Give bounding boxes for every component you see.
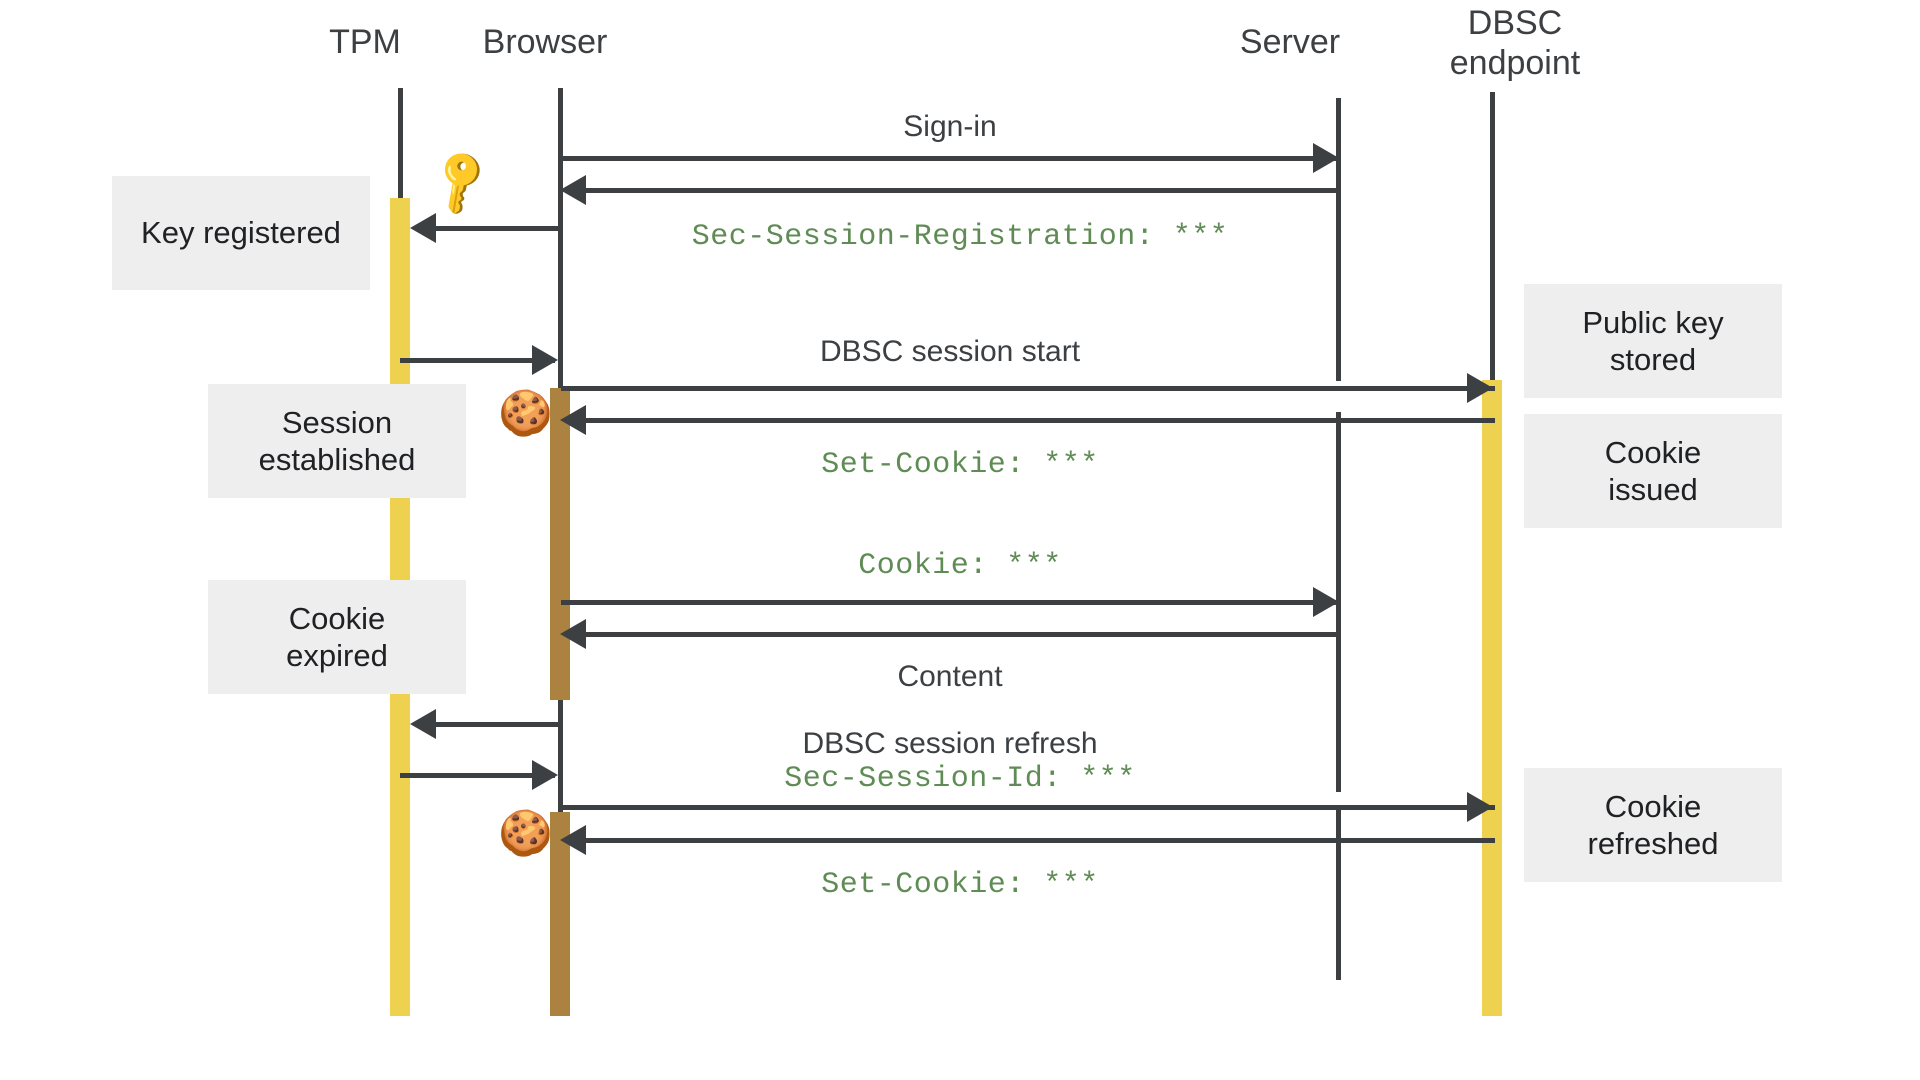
- arrowhead-tpm-to-browser-refresh: [532, 760, 558, 790]
- arrowhead-content: [560, 619, 586, 649]
- note-cookie-issued-line1: Cookie: [1604, 434, 1702, 470]
- note-cookie-refreshed-line1: Cookie: [1604, 788, 1702, 824]
- note-cookie-expired: Cookie expired: [208, 580, 466, 694]
- msg-line-sec-session-registration: [568, 188, 1341, 193]
- msg-line-tpm-to-browser-refresh: [400, 773, 555, 778]
- lifeline-label-browser: Browser: [482, 23, 608, 61]
- activation-dbsc-1: [1482, 380, 1502, 1016]
- msg-label-set-cookie-1: Set-Cookie: ***: [821, 448, 1099, 482]
- msg-line-set-cookie-1: [568, 418, 1495, 423]
- note-cookie-issued: Cookie issued: [1524, 414, 1782, 528]
- cookie-icon-1: 🍪: [498, 389, 553, 438]
- msg-line-sign-in: [561, 156, 1341, 161]
- lifeline-server-3: [1336, 805, 1341, 980]
- arrowhead-sign-in: [1313, 143, 1339, 173]
- lifeline-label-dbsc-line2: endpoint: [1449, 44, 1581, 83]
- msg-line-browser-to-tpm-refresh: [418, 722, 560, 727]
- msg-line-content: [568, 632, 1341, 637]
- lifeline-label-dbsc-endpoint: DBSC endpoint: [1390, 3, 1640, 83]
- msg-label-sec-session-id: Sec-Session-Id: ***: [784, 762, 1136, 796]
- note-session-established: Session established: [208, 384, 466, 498]
- activation-browser-refresh: [550, 812, 570, 1016]
- msg-line-dbsc-session-refresh: [561, 805, 1495, 810]
- msg-label-dbsc-session-refresh: DBSC session refresh: [802, 727, 1098, 760]
- lifeline-tpm: [398, 88, 403, 198]
- arrowhead-set-cookie-1: [560, 405, 586, 435]
- note-session-established-line1: Session: [281, 404, 393, 440]
- arrowhead-tpm-to-browser-key: [532, 345, 558, 375]
- key-icon: 🔑: [422, 143, 500, 219]
- note-public-key-stored-line2: stored: [1609, 342, 1697, 377]
- lifeline-browser-lower: [558, 700, 563, 812]
- msg-line-cookie: [561, 600, 1341, 605]
- msg-line-tpm-to-browser-key: [400, 358, 555, 363]
- msg-label-cookie: Cookie: ***: [858, 549, 1062, 583]
- note-key-registered: Key registered: [112, 176, 370, 290]
- lifeline-browser: [558, 88, 563, 388]
- arrowhead-browser-to-tpm-refresh: [410, 709, 436, 739]
- msg-line-set-cookie-2: [568, 838, 1495, 843]
- arrowhead-dbsc-session-refresh: [1467, 792, 1493, 822]
- arrowhead-sec-session-registration: [560, 175, 586, 205]
- msg-label-set-cookie-2: Set-Cookie: ***: [821, 868, 1099, 902]
- msg-line-browser-to-tpm-register: [418, 226, 560, 231]
- note-public-key-stored: Public key stored: [1524, 284, 1782, 398]
- lifeline-label-dbsc-line1: DBSC: [1467, 4, 1563, 42]
- note-key-registered-text: Key registered: [141, 215, 341, 251]
- note-cookie-refreshed-line2: refreshed: [1587, 826, 1719, 861]
- lifeline-label-tpm: TPM: [329, 23, 401, 61]
- note-public-key-stored-line1: Public key: [1582, 304, 1724, 340]
- msg-label-content: Content: [897, 660, 1003, 693]
- note-session-established-line2: established: [258, 442, 416, 477]
- msg-label-sec-session-registration: Sec-Session-Registration: ***: [691, 220, 1229, 254]
- note-cookie-expired-line1: Cookie: [288, 600, 386, 636]
- note-cookie-expired-line2: expired: [286, 638, 388, 673]
- arrowhead-browser-to-tpm-register: [410, 213, 436, 243]
- note-cookie-refreshed: Cookie refreshed: [1524, 768, 1782, 882]
- arrowhead-cookie: [1313, 587, 1339, 617]
- msg-label-dbsc-session-start: DBSC session start: [819, 335, 1081, 368]
- lifeline-label-server: Server: [1239, 23, 1341, 61]
- arrowhead-dbsc-session-start: [1467, 373, 1493, 403]
- msg-line-dbsc-session-start: [561, 386, 1495, 391]
- arrowhead-set-cookie-2: [560, 825, 586, 855]
- lifeline-dbsc: [1490, 92, 1495, 380]
- cookie-icon-2: 🍪: [498, 809, 553, 858]
- lifeline-server: [1336, 98, 1341, 381]
- note-cookie-issued-line2: issued: [1608, 472, 1698, 507]
- msg-label-sign-in: Sign-in: [903, 110, 997, 143]
